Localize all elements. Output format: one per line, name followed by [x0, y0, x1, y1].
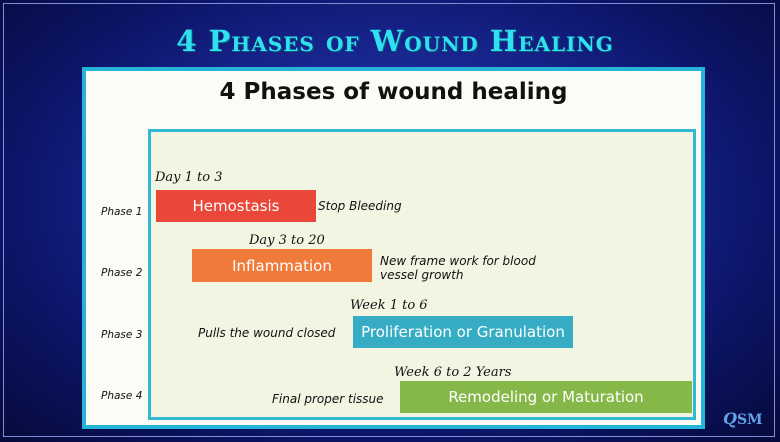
phase-1-description: Stop Bleeding — [318, 199, 402, 213]
logo-q: Q — [723, 409, 737, 428]
qsm-logo: QSM — [723, 409, 763, 428]
phase-4-duration: Week 6 to 2 Years — [394, 365, 512, 380]
slide: 4 Phases of wound healing Phase 1 Phase … — [82, 67, 705, 429]
phase-3-description: Pulls the wound closed — [198, 326, 336, 340]
phase-2-description-line-1: New frame work for blood — [380, 254, 536, 268]
phase-4-description: Final proper tissue — [272, 392, 384, 406]
phase-1-duration: Day 1 to 3 — [155, 170, 223, 185]
phase-2-description-line-2: vessel growth — [380, 268, 464, 282]
phase-2-duration: Day 3 to 20 — [249, 233, 325, 248]
phase-3-name: Proliferation or Granulation — [361, 323, 565, 341]
phase-2-bar: Inflammation — [192, 249, 372, 282]
phase-3-label: Phase 3 — [101, 329, 143, 341]
phase-2-name: Inflammation — [232, 256, 332, 275]
phase-4-bar: Remodeling or Maturation — [400, 381, 692, 413]
slide-title: 4 Phases of wound healing — [219, 79, 568, 105]
phase-2-description: New frame work for blood vessel growth — [380, 254, 536, 282]
phase-1-label: Phase 1 — [101, 206, 143, 218]
phase-4-name: Remodeling or Maturation — [448, 388, 644, 406]
phase-3-duration: Week 1 to 6 — [350, 298, 428, 313]
phase-3-bar: Proliferation or Granulation — [353, 316, 573, 348]
phase-2-label: Phase 2 — [101, 267, 143, 279]
phase-1-name: Hemostasis — [192, 197, 280, 215]
main-title: 4 Phases of Wound Healing — [176, 24, 614, 58]
phase-1-bar: Hemostasis — [156, 190, 316, 222]
phase-4-label: Phase 4 — [101, 390, 143, 402]
logo-rest: SM — [736, 412, 763, 428]
